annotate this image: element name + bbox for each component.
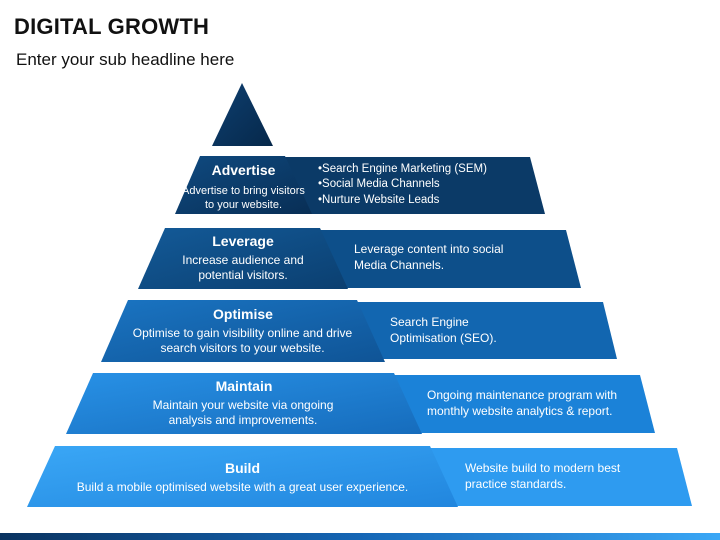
- build-description: Build a mobile optimised website with a …: [76, 480, 409, 494]
- tier-build: [27, 446, 458, 507]
- side-band-advertise: [282, 157, 545, 214]
- build-side-text: Website build to modern best practice st…: [465, 461, 621, 491]
- tier-maintain: [66, 373, 422, 434]
- advertise-side-item: •Social Media Channels: [318, 178, 440, 191]
- side-band-build: [428, 448, 692, 506]
- leverage-description: Increase audience and potential visitors…: [182, 253, 304, 283]
- advertise-side-item: •Search Engine Marketing (SEM): [318, 163, 487, 175]
- maintain-description: Maintain your website via ongoing analys…: [152, 398, 334, 428]
- tier-optimise: [101, 300, 385, 362]
- pyramid-apex: [212, 83, 273, 146]
- bottom-accent-bar: [0, 533, 720, 540]
- build-heading: Build: [225, 460, 260, 476]
- advertise-side-item: •Nurture Website Leads: [318, 193, 440, 206]
- leverage-heading: Leverage: [212, 233, 274, 249]
- advertise-description: Advertise to bring visitors to your webs…: [182, 185, 305, 212]
- optimise-side-text: Search Engine Optimisation (SEO).: [390, 315, 497, 345]
- leverage-side-text: Leverage content into social Media Chann…: [354, 242, 504, 272]
- advertise-heading: Advertise: [211, 162, 276, 178]
- side-band-leverage: [318, 230, 581, 288]
- advertise-side-list: •Search Engine Marketing (SEM) •Social M…: [318, 162, 487, 208]
- side-band-maintain: [392, 375, 655, 433]
- side-band-optimise: [355, 302, 617, 359]
- optimise-heading: Optimise: [213, 306, 273, 322]
- slide-title: DIGITAL GROWTH: [14, 14, 210, 39]
- optimise-description: Optimise to gain visibility online and d…: [132, 326, 353, 356]
- tier-leverage: [138, 228, 348, 289]
- maintain-heading: Maintain: [215, 378, 273, 394]
- slide-subtitle: Enter your sub headline here: [16, 50, 235, 69]
- maintain-side-text: Ongoing maintenance program with monthly…: [427, 388, 618, 418]
- tier-advertise: [175, 156, 312, 214]
